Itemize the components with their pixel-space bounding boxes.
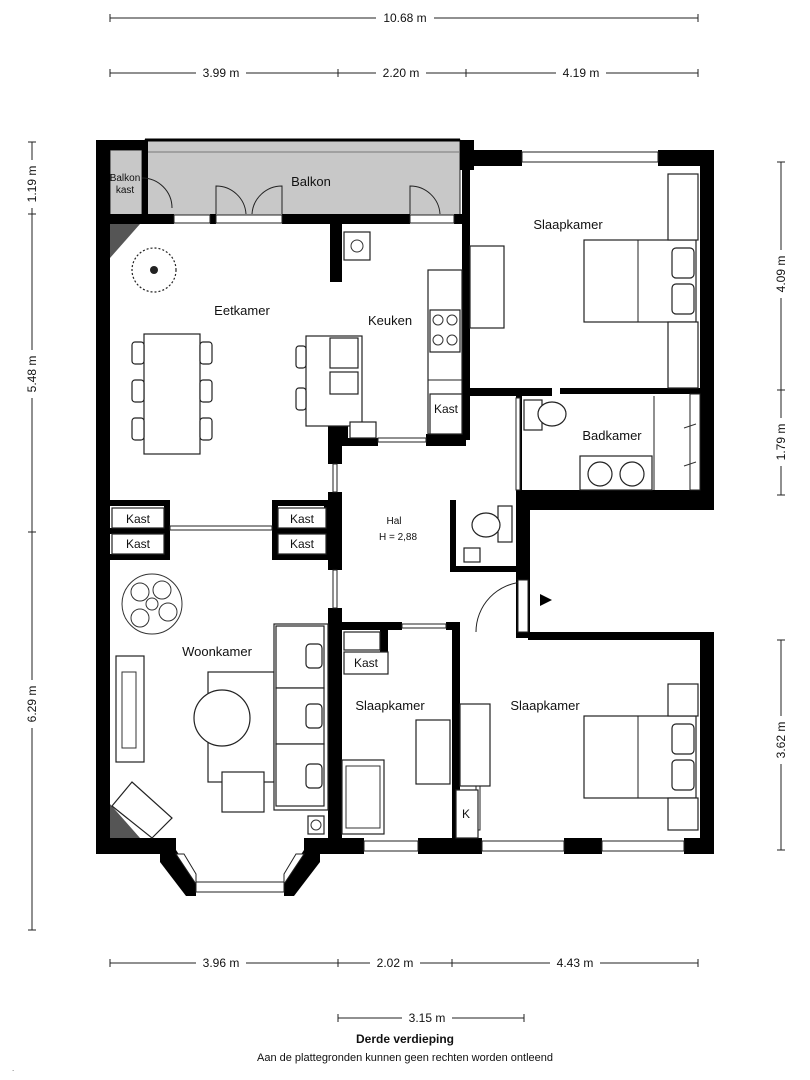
room-balkon-kast-line2: kast [116,185,135,196]
dim-bottom-left: 3.96 m [203,956,240,970]
room-labels: Balkon kast Balkon Slaapkamer Eetkamer K… [110,173,643,821]
room-slaapkamer-se: Slaapkamer [510,698,580,713]
bathroom-fixtures [463,396,697,563]
living-furniture [111,573,329,839]
room-slaapkamer-mid: Slaapkamer [355,698,425,713]
corner-mark: . [12,1064,15,1073]
dim-top-right: 4.19 m [563,66,600,80]
room-slaapkamer-ne: Slaapkamer [533,217,603,232]
dim-left-2: 5.48 m [25,356,39,393]
disclaimer-text: Aan de plattegronden kunnen geen rechten… [256,1052,553,1064]
plant-icon [121,573,183,635]
dim-left-3: 6.29 m [25,686,39,723]
doors [141,177,552,633]
dim-bottom-right: 4.43 m [557,956,594,970]
dim-right-1: 4.09 m [774,256,788,293]
room-hal: Hal [386,516,401,527]
room-hal-height: H = 2,88 [379,532,418,543]
room-keuken-kast: Kast [434,402,459,416]
dining-furniture [131,231,463,455]
room-balkon: Balkon [291,174,331,189]
bedroom-south-furniture [341,683,699,835]
dim-right-3: 3.62 m [774,722,788,759]
dim-top-mid: 2.20 m [383,66,420,80]
dim-right-2: 1.79 m [774,424,788,461]
room-balkon-kast-line1: Balkon [110,173,141,184]
dim-left-1: 1.19 m [25,166,39,203]
room-kast-1: Kast [126,512,151,526]
bedroom-ne-furniture [469,173,699,389]
floor-title: Derde verdieping [355,1032,455,1046]
dim-top-left: 3.99 m [203,66,240,80]
room-keuken: Keuken [368,313,412,328]
room-kast-5: Kast [354,656,379,670]
balcony [109,138,461,217]
room-kast-2: Kast [126,537,151,551]
room-badkamer: Badkamer [582,428,642,443]
room-kast-4: Kast [290,537,315,551]
room-k: K [462,807,470,821]
closets [111,393,479,839]
dim-bottom-extra: 3.15 m [409,1011,446,1025]
dimension-labels: 10.68 m 3.99 m 2.20 m 4.19 m 1.19 m 5.48… [24,10,789,1026]
room-kast-3: Kast [290,512,315,526]
dim-top-total: 10.68 m [383,11,426,25]
room-eetkamer: Eetkamer [214,303,270,318]
dim-bottom-mid: 2.02 m [377,956,414,970]
room-woonkamer: Woonkamer [182,644,253,659]
